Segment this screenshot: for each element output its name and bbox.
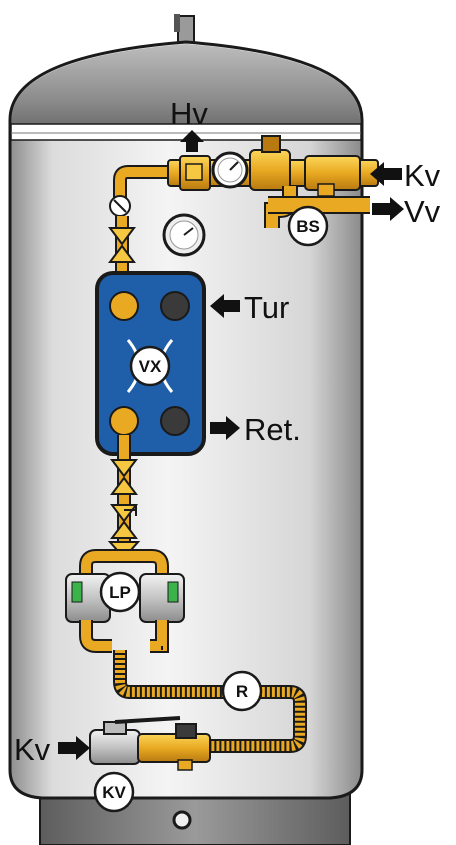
arrow-right-icon — [372, 197, 404, 221]
arrow-left-icon — [370, 162, 402, 186]
sensor-icon — [109, 195, 131, 217]
svg-text:R: R — [236, 682, 248, 701]
ball-valve-icon — [89, 716, 211, 771]
exchanger-port-top-left — [109, 291, 139, 321]
tank-top-connector — [177, 15, 195, 43]
pump-icon — [65, 573, 185, 623]
svg-text:VX: VX — [139, 357, 162, 376]
circle-vx: VX — [129, 345, 171, 387]
exchanger-port-bottom-left — [109, 406, 139, 436]
label-kv-bottom: Kv — [14, 732, 51, 767]
circle-lp: LP — [99, 571, 141, 613]
tank-dome — [12, 44, 360, 126]
check-valve-icon — [108, 227, 136, 263]
circle-kv: KV — [93, 771, 135, 813]
label-kv-top: Kv — [404, 158, 441, 193]
circle-bs: BS — [287, 205, 329, 247]
label-hv: Hv — [170, 96, 208, 131]
exchanger-port-bottom-right — [160, 406, 190, 436]
return-pipe — [113, 646, 307, 753]
svg-text:BS: BS — [296, 217, 320, 236]
label-ret: Ret. — [244, 412, 301, 447]
label-vv: Vv — [404, 194, 441, 229]
circle-r: R — [221, 670, 263, 712]
svg-text:LP: LP — [109, 583, 131, 602]
arrow-right-icon — [210, 416, 240, 440]
arrow-up-icon — [180, 130, 204, 152]
arrow-left-icon — [210, 294, 240, 318]
svg-text:KV: KV — [102, 783, 126, 802]
pump-assembly — [65, 549, 185, 653]
label-tur: Tur — [244, 290, 289, 325]
exchanger-port-top-right — [160, 291, 190, 321]
arrow-right-icon — [58, 736, 90, 760]
tank-drain-port — [172, 810, 192, 830]
pressure-gauge-icon — [211, 151, 249, 189]
thermometer-gauge-icon — [162, 213, 206, 257]
